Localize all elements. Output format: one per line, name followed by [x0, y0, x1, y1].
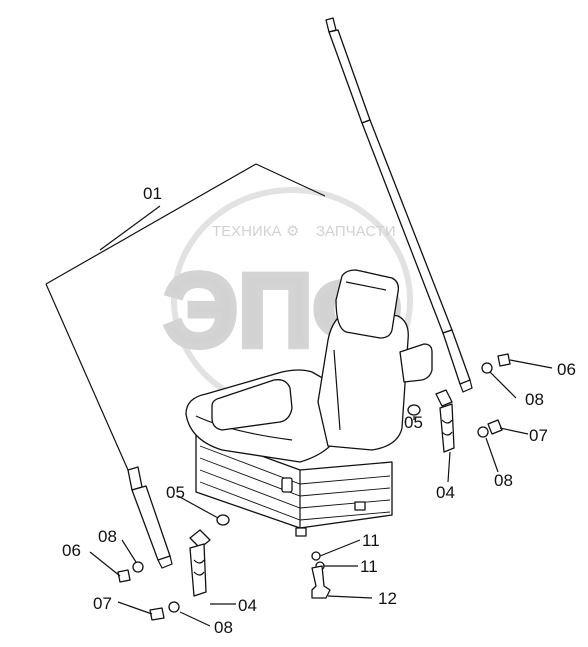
bolt-lower-right [487, 419, 503, 435]
left-lap-belt-strap [127, 466, 173, 569]
bolt-left [117, 569, 131, 583]
callout-11-upper: 11 [362, 531, 380, 550]
washer-left-upper [132, 561, 144, 573]
callout-07-left: 07 [93, 594, 112, 613]
watermark-text-left: ТЕХНИКА [212, 223, 282, 240]
gear-icon: ⚙ [286, 222, 299, 240]
operator-seat [185, 269, 433, 537]
callout-labels: 01 05 08 06 07 04 08 06 08 05 07 04 08 1… [62, 184, 576, 637]
bolt-right [497, 353, 511, 367]
upper-belt-strap [325, 17, 473, 393]
callout-01: 01 [143, 184, 162, 203]
bracket [311, 565, 331, 599]
leader-lines [45, 163, 553, 627]
washer-right-upper [481, 362, 493, 374]
hardware [117, 353, 511, 621]
callout-12: 12 [378, 589, 397, 608]
callout-07-right: 07 [529, 426, 548, 445]
callout-08-left-lower: 08 [214, 618, 233, 637]
callout-04-right: 04 [436, 483, 455, 502]
callout-08-left-upper: 08 [98, 527, 117, 546]
left-buckle-belt [189, 529, 211, 597]
callout-05-right: 05 [404, 413, 423, 432]
washer-right-lower [477, 426, 489, 438]
callout-06-left: 06 [62, 541, 81, 560]
screw-upper [311, 551, 321, 561]
callout-11-lower: 11 [360, 557, 378, 576]
watermark-text-right: ЗАПЧАСТИ [316, 223, 396, 240]
callout-04-left: 04 [238, 596, 257, 615]
callout-08-right-lower: 08 [494, 471, 513, 490]
bolt-lower-left [149, 607, 165, 621]
callout-06-right: 06 [557, 360, 576, 379]
callout-08-right-upper: 08 [525, 390, 544, 409]
collar-left [216, 514, 230, 526]
washer-left-lower [168, 601, 180, 613]
right-buckle-belt [435, 389, 455, 453]
collar-right [407, 404, 421, 416]
callout-05-left: 05 [166, 483, 185, 502]
